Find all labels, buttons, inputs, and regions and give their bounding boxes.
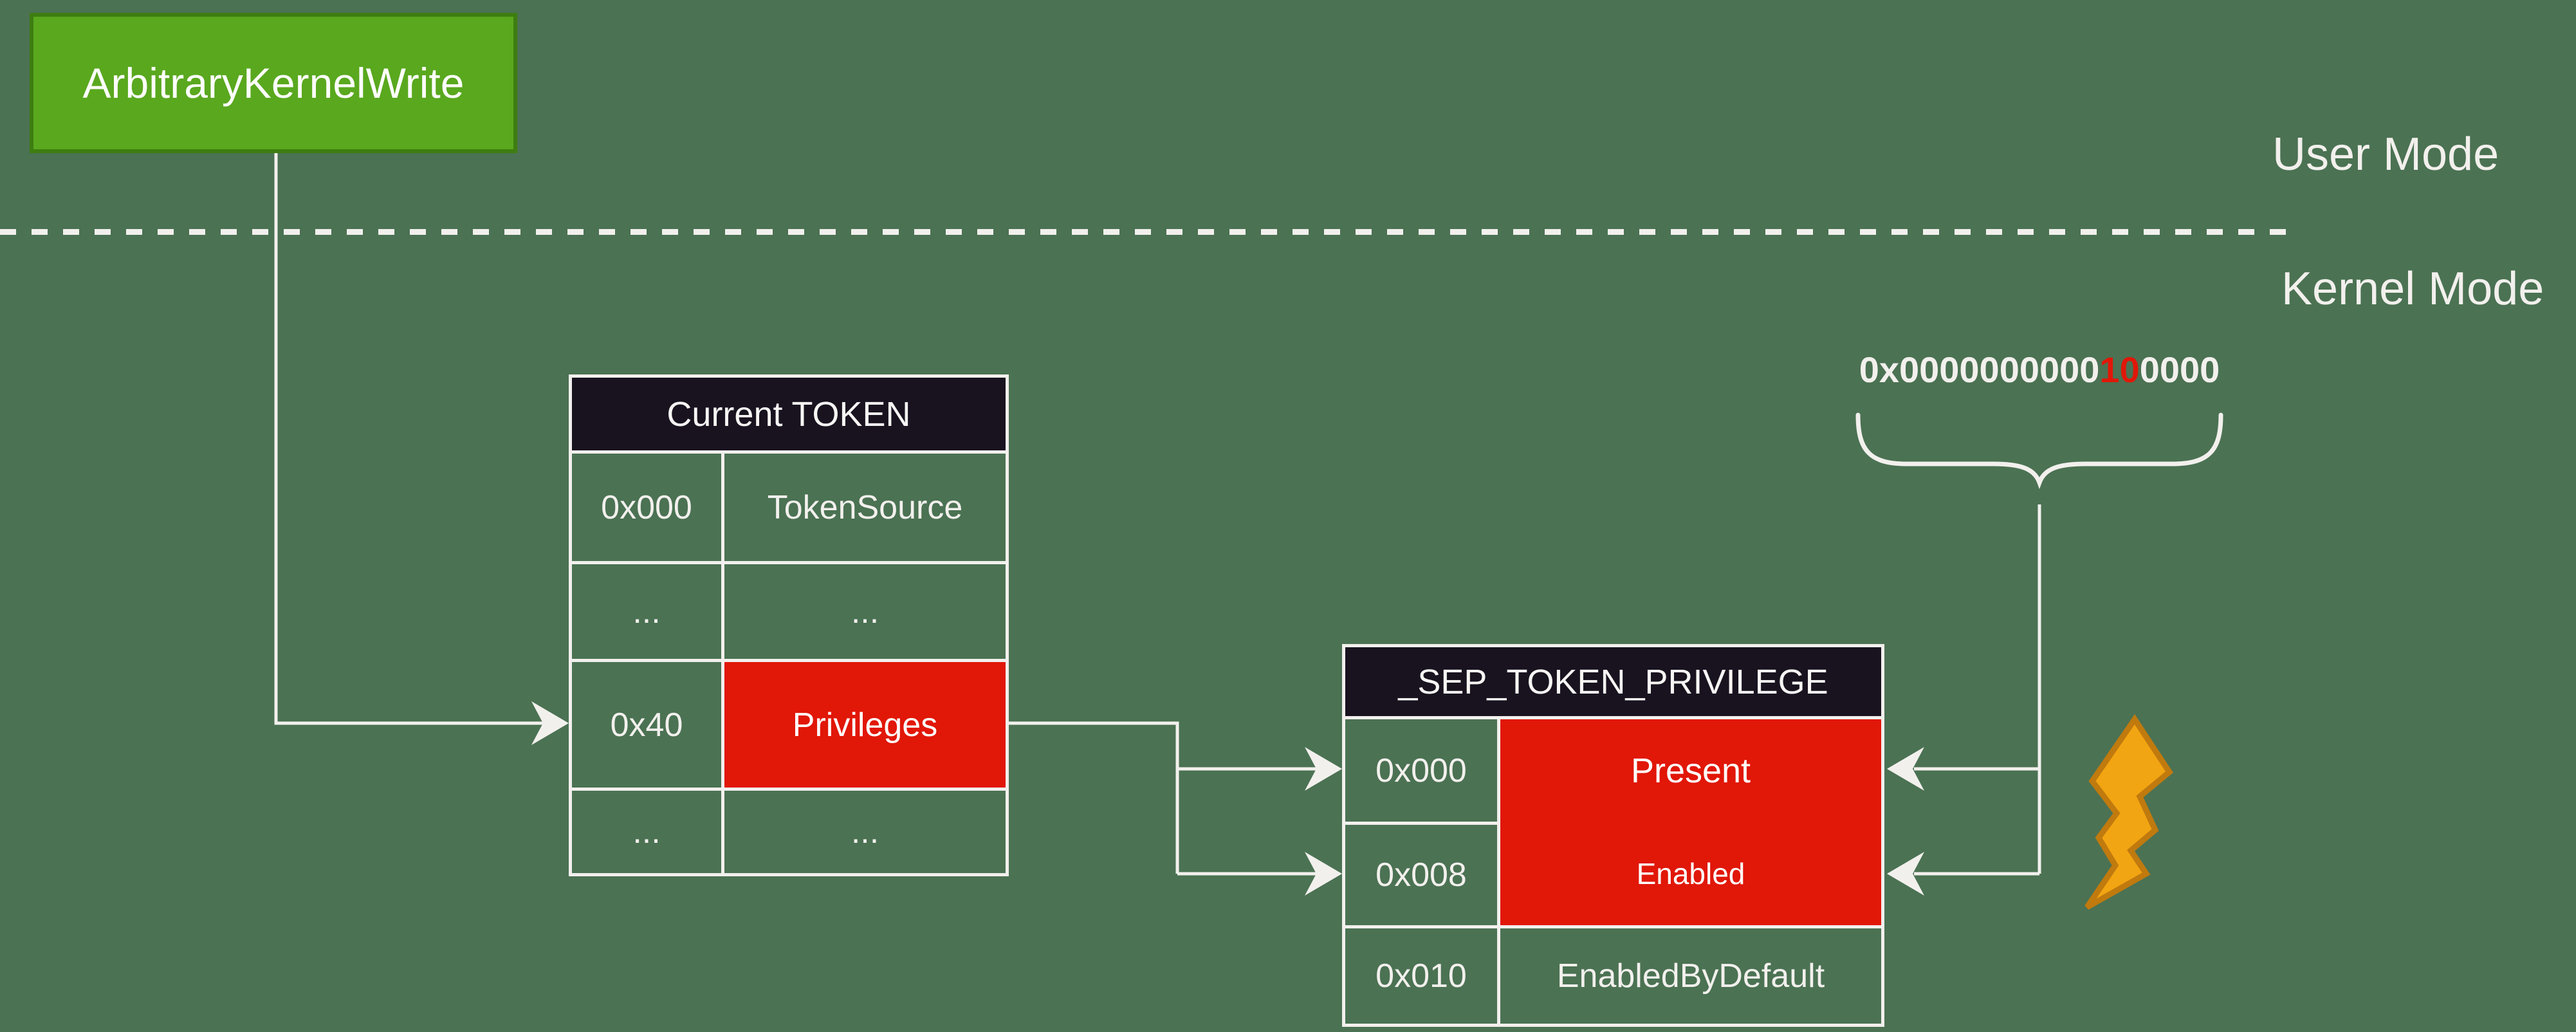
offset-cell: 0x010 bbox=[1345, 928, 1497, 1024]
hex-suffix: 0000 bbox=[2139, 349, 2220, 390]
hex-highlighted-bits: 10 bbox=[2099, 349, 2140, 390]
offset-cell: 0x40 bbox=[572, 662, 721, 788]
user-kernel-boundary-line bbox=[0, 229, 2297, 235]
current-token-table: Current TOKEN 0x000 TokenSource ... ... … bbox=[569, 374, 1009, 876]
exploit-box-label: ArbitraryKernelWrite bbox=[82, 59, 465, 107]
field-cell: ... bbox=[724, 564, 1006, 659]
sep-token-privilege-table-title: _SEP_TOKEN_PRIVILEGE bbox=[1345, 647, 1881, 716]
kernel-mode-label: Kernel Mode bbox=[2281, 263, 2544, 315]
sep-token-privilege-table: _SEP_TOKEN_PRIVILEGE 0x000 Present Enabl… bbox=[1342, 644, 1884, 1027]
user-mode-label: User Mode bbox=[2272, 129, 2499, 180]
present-field-label: Present bbox=[1630, 751, 1751, 790]
hex-prefix: 0x0000000000 bbox=[1859, 349, 2100, 390]
offset-cell: ... bbox=[572, 791, 721, 873]
privileges-field-cell: Privileges bbox=[724, 662, 1006, 788]
write-pointer-arrow bbox=[274, 153, 569, 745]
field-cell: ... bbox=[724, 791, 1006, 873]
lightning-bolt-icon bbox=[2084, 714, 2173, 910]
field-cell: EnabledByDefault bbox=[1500, 928, 1881, 1024]
offset-cell: 0x008 bbox=[1345, 825, 1497, 925]
curly-brace bbox=[1855, 412, 2223, 490]
enabled-field-label: Enabled bbox=[1636, 857, 1745, 890]
privilege-bitmask-value: 0x0000000000100000 bbox=[1840, 349, 2239, 391]
field-cell: TokenSource bbox=[724, 454, 1006, 561]
offset-cell: 0x000 bbox=[572, 454, 721, 561]
offset-cell: ... bbox=[572, 564, 721, 659]
present-enabled-overwritten-cell: Present Enabled bbox=[1500, 719, 1881, 925]
privileges-pointer-connector bbox=[1007, 721, 1342, 896]
current-token-table-title: Current TOKEN bbox=[572, 378, 1006, 450]
offset-cell: 0x000 bbox=[1345, 719, 1497, 822]
bitmask-brace-connector bbox=[1855, 412, 2223, 896]
exploit-box: ArbitraryKernelWrite bbox=[30, 13, 517, 153]
